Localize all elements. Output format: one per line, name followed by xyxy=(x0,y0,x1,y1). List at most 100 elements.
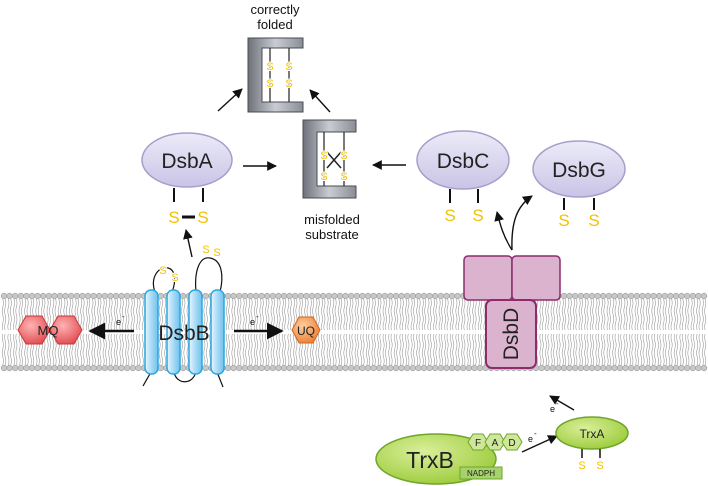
lipid-head xyxy=(381,292,388,300)
fad-cofactor: F A D xyxy=(467,433,523,451)
lipid-head xyxy=(684,292,691,300)
lipid-head xyxy=(56,292,64,300)
lipid-head xyxy=(202,292,209,300)
lipid-head xyxy=(628,364,635,372)
lipid-head xyxy=(247,292,254,300)
lipid-head xyxy=(616,364,624,372)
lipid-head xyxy=(101,364,108,372)
sulfur-label: S xyxy=(213,247,220,259)
lipid-head xyxy=(364,364,372,372)
dsbd-protein: DsbD xyxy=(463,255,561,369)
lipid-head xyxy=(124,292,131,300)
lipid-head xyxy=(370,364,377,372)
electron-label: e xyxy=(250,317,255,327)
dsba-label: DsbA xyxy=(161,150,212,173)
lipid-head xyxy=(700,292,708,300)
trxa-label: TrxA xyxy=(580,427,605,441)
lipid-head xyxy=(28,292,36,300)
lipid-head xyxy=(96,292,103,300)
lipid-head xyxy=(404,364,411,372)
lipid-head xyxy=(616,292,624,300)
lipid-head xyxy=(241,364,248,372)
lipid-head xyxy=(6,364,13,372)
lipid-head xyxy=(656,292,663,300)
lipid-head xyxy=(129,292,136,300)
lipid-head xyxy=(409,292,416,300)
lipid-head xyxy=(23,292,30,300)
lipid-head xyxy=(51,292,58,300)
lipid-head xyxy=(224,364,232,372)
lipid-head xyxy=(62,292,69,300)
lipid-head xyxy=(392,292,400,300)
lipid-head xyxy=(342,292,349,300)
lipid-head xyxy=(180,364,187,372)
lipid-head xyxy=(667,292,674,300)
fad-a: A xyxy=(492,438,499,449)
lipid-head xyxy=(577,292,584,300)
lipid-head xyxy=(56,364,64,372)
lipid-head xyxy=(112,292,120,300)
sulfur-label: S xyxy=(340,150,347,162)
lipid-head xyxy=(622,364,629,372)
lipid-head xyxy=(297,364,304,372)
lipid-head xyxy=(633,292,640,300)
lipid-head xyxy=(420,364,428,372)
dsbb-protein: DsbB S S S S xyxy=(142,243,225,388)
lipid-head xyxy=(538,364,545,372)
lipid-head xyxy=(252,292,260,300)
sulfur-label: S xyxy=(578,460,585,472)
lipid-head xyxy=(264,364,271,372)
correctly-folded-label-line2: folded xyxy=(257,17,292,32)
lipid-head xyxy=(695,364,702,372)
dsbc-label: DsbC xyxy=(437,150,490,173)
lipid-head xyxy=(269,292,276,300)
lipid-head xyxy=(129,364,136,372)
electron-label: e xyxy=(528,434,533,444)
arrow-dsbd-to-dsbc xyxy=(494,211,513,251)
sulfur-label: S xyxy=(588,211,599,230)
lipid-head xyxy=(286,364,293,372)
lipid-head xyxy=(359,292,366,300)
lipid-head xyxy=(12,364,19,372)
lipid-head xyxy=(611,292,618,300)
lipid-head xyxy=(348,292,355,300)
correctly-folded-label-line1: correctly xyxy=(250,2,300,17)
lipid-head xyxy=(247,364,254,372)
lipid-head xyxy=(426,292,433,300)
lipid-head xyxy=(135,292,142,300)
lipid-head xyxy=(381,364,388,372)
lipid-head xyxy=(387,364,394,372)
sulfur-label: S xyxy=(596,460,603,472)
lipid-head xyxy=(594,364,601,372)
lipid-head xyxy=(443,364,450,372)
misfolded-substrate-label-line1: misfolded xyxy=(304,212,360,227)
lipid-head xyxy=(320,292,327,300)
correctly-folded-substrate: S S S S xyxy=(247,37,304,113)
lipid-head xyxy=(308,292,316,300)
lipid-head xyxy=(135,364,142,372)
lipid-head xyxy=(409,364,416,372)
lipid-head xyxy=(415,292,422,300)
lipid-head xyxy=(678,292,685,300)
lipid-head xyxy=(17,364,24,372)
sulfur-label: S xyxy=(266,78,273,90)
lipid-head xyxy=(572,292,579,300)
lipid-head xyxy=(34,364,41,372)
lipid-head xyxy=(700,364,708,372)
sulfur-label: S xyxy=(168,208,179,227)
mq-label: MQ xyxy=(38,323,59,338)
lipid-head xyxy=(84,364,92,372)
menaquinone: MQ xyxy=(17,315,83,345)
lipid-head xyxy=(566,364,573,372)
lipid-head xyxy=(454,364,461,372)
lipid-head xyxy=(448,292,456,300)
lipid-head xyxy=(258,364,265,372)
lipid-head xyxy=(73,364,80,372)
electron-sup: - xyxy=(556,399,559,408)
lipid-head xyxy=(650,364,657,372)
lipid-head xyxy=(605,364,612,372)
lipid-head xyxy=(112,364,120,372)
lipid-head xyxy=(286,292,293,300)
lipid-head xyxy=(594,292,601,300)
lipid-head xyxy=(325,292,332,300)
